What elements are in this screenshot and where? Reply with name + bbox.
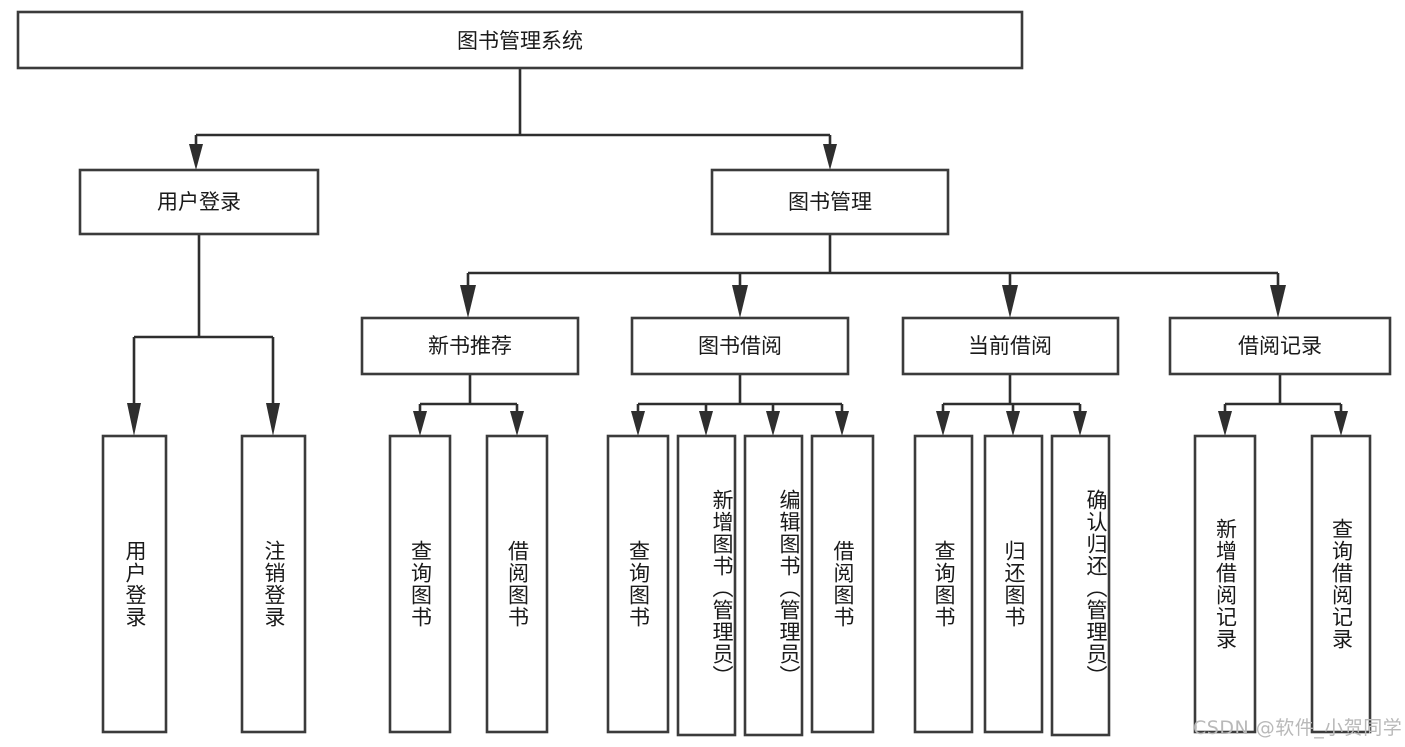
node-leaf-add-record[interactable] <box>1193 434 1257 734</box>
arrow-head-leaf-logout <box>266 403 280 436</box>
node-leaf-query-record[interactable] <box>1310 434 1372 734</box>
arrow-head-leaf-query-record <box>1334 411 1348 436</box>
arrow-head-leaf-query-book-1 <box>413 411 427 436</box>
node-new-book-recommend[interactable] <box>360 316 580 376</box>
node-leaf-confirm-return[interactable] <box>1050 434 1111 737</box>
node-leaf-query-book-1[interactable] <box>388 434 452 734</box>
arrow-head-leaf-edit-book <box>766 411 780 436</box>
arrow-head-leaf-query-book-3 <box>936 411 950 436</box>
node-leaf-query-book-2[interactable] <box>606 434 670 734</box>
label-current-borrow: 当前借阅 <box>968 334 1052 358</box>
arrow-head-book-manage <box>823 144 837 170</box>
node-leaf-logout[interactable] <box>240 434 307 734</box>
connector-group-user-login <box>127 234 280 436</box>
label-user-login: 用户登录 <box>157 190 241 214</box>
node-current-borrow[interactable] <box>901 316 1120 376</box>
arrow-head-leaf-user-login <box>127 403 141 436</box>
arrow-head-new-book-recommend <box>460 285 476 318</box>
node-leaf-borrow-book-2[interactable] <box>810 434 875 734</box>
node-leaf-return-book[interactable] <box>983 434 1044 734</box>
label-book-manage: 图书管理 <box>788 190 872 214</box>
connector-group-current-borrow <box>936 374 1087 436</box>
node-leaf-query-book-3[interactable] <box>913 434 974 734</box>
label-new-book-recommend: 新书推荐 <box>428 334 512 358</box>
arrow-head-leaf-borrow-book-1 <box>510 411 524 436</box>
node-book-borrow[interactable] <box>630 316 850 376</box>
arrow-head-leaf-add-record <box>1218 411 1232 436</box>
arrow-head-current-borrow <box>1002 285 1018 318</box>
node-leaf-edit-book[interactable] <box>743 434 804 737</box>
node-leaf-borrow-book-1[interactable] <box>485 434 549 734</box>
connector-group-new-book-recommend <box>413 374 524 436</box>
node-root[interactable] <box>16 10 1024 70</box>
label-book-borrow: 图书借阅 <box>698 334 782 358</box>
arrow-head-book-borrow <box>732 285 748 318</box>
connector-group-book-manage <box>460 234 1286 318</box>
arrow-head-leaf-query-book-2 <box>631 411 645 436</box>
node-book-manage[interactable] <box>710 168 950 236</box>
arrow-head-borrow-record <box>1270 285 1286 318</box>
node-borrow-record[interactable] <box>1168 316 1392 376</box>
arrow-head-leaf-return-book <box>1006 411 1020 436</box>
connector-group-book-borrow <box>631 374 849 436</box>
arrow-head-leaf-confirm-return <box>1073 411 1087 436</box>
node-leaf-user-login[interactable] <box>101 434 168 734</box>
connector-group-root <box>189 68 837 170</box>
node-leaf-add-book[interactable] <box>676 434 737 737</box>
arrow-head-leaf-borrow-book-2 <box>835 411 849 436</box>
arrow-head-user-login <box>189 144 203 170</box>
connector-group-borrow-record <box>1218 374 1348 436</box>
label-root: 图书管理系统 <box>457 29 583 53</box>
label-borrow-record: 借阅记录 <box>1238 334 1322 358</box>
node-user-login[interactable] <box>78 168 320 236</box>
arrow-head-leaf-add-book <box>699 411 713 436</box>
csdn-watermark: CSDN @软件_小贺同学 <box>1193 717 1403 739</box>
